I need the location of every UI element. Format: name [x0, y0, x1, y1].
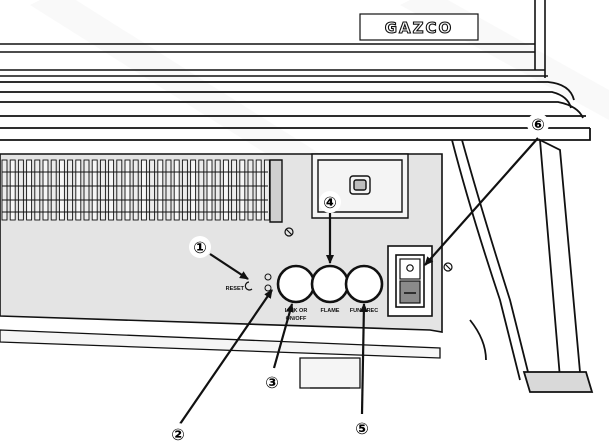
- vent-slat: [149, 159, 156, 221]
- vent-slat: [181, 159, 188, 221]
- push-buttons: LINK OR ON/OFF FLAME FUNC REC: [276, 264, 384, 322]
- vent-slat: [116, 159, 123, 221]
- vent-slat: [157, 159, 164, 221]
- vent-slat: [9, 159, 16, 221]
- button-link-label-line1: LINK OR: [285, 308, 308, 314]
- callout-3: ③: [265, 373, 279, 392]
- vent-slat: [108, 159, 115, 221]
- callout-5: ⑤: [355, 419, 369, 438]
- vent-slat: [1, 159, 8, 221]
- vent-slat: [91, 159, 98, 221]
- arrow-1: [209, 253, 249, 280]
- vent-slat: [173, 159, 180, 221]
- vent-slat: [190, 159, 197, 221]
- vent-slat: [132, 159, 139, 221]
- vent-slat: [50, 159, 57, 221]
- arrow-2: [179, 289, 273, 425]
- vent-slat: [198, 159, 205, 221]
- vent-slat: [214, 159, 221, 221]
- vent-slat: [140, 159, 147, 221]
- trim-band: [0, 81, 591, 141]
- vent-slat: [222, 159, 229, 221]
- vent-slat: [75, 159, 82, 221]
- callout-1: ①: [193, 238, 207, 257]
- callout-4: ④: [323, 193, 337, 212]
- reset-label: RESET: [226, 286, 245, 292]
- arrow-5: [359, 303, 368, 415]
- brand-logo-text: GAZCO: [385, 19, 454, 37]
- vent-slat: [165, 159, 172, 221]
- callout-arrows: [179, 137, 539, 425]
- vent-grille: [1, 159, 270, 221]
- callout-2: ②: [171, 425, 185, 444]
- logo-plate: GAZCO: [359, 13, 479, 41]
- vent-slat: [255, 159, 262, 221]
- arrow-6: [424, 137, 539, 266]
- vent-slat: [34, 159, 41, 221]
- button-link-label-line2: ON/OFF: [286, 316, 307, 322]
- vent-slat: [42, 159, 49, 221]
- callout-numbers: ① ② ③ ④ ⑤ ⑥: [167, 113, 549, 445]
- vent-slat: [83, 159, 90, 221]
- vent-slat: [17, 159, 24, 221]
- screw-symbol: [284, 227, 453, 272]
- button-flame-label: FLAME: [321, 308, 340, 314]
- arrow-3: [272, 303, 294, 369]
- side-leg: [451, 138, 594, 393]
- vent-slat: [239, 159, 246, 221]
- vent-slat: [263, 159, 270, 221]
- vent-slat: [67, 159, 74, 221]
- vent-slat: [206, 159, 213, 221]
- vent-slat: [99, 159, 106, 221]
- vent-slat: [247, 159, 254, 221]
- vent-slat: [26, 159, 33, 221]
- fire-top-frame: [0, 0, 548, 78]
- reset-indicator[interactable]: RESET: [226, 273, 272, 292]
- rocker-switch[interactable]: [387, 245, 433, 317]
- vent-slat: [231, 159, 238, 221]
- callout-6: ⑥: [531, 115, 545, 134]
- background-watermark: [30, 0, 609, 175]
- vent-slat: [58, 159, 65, 221]
- vent-slat: [124, 159, 131, 221]
